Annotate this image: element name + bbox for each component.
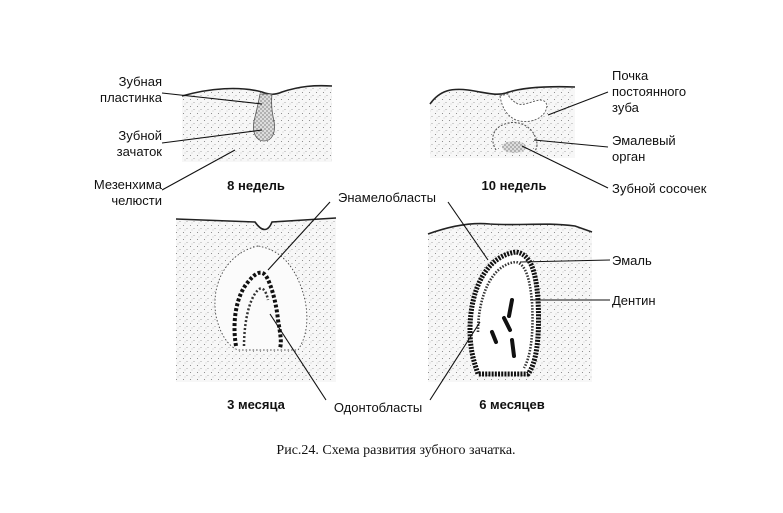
label-enamel-organ-1: Эмалевый [612, 133, 676, 148]
label-jaw-mesenchyme-2: челюсти [111, 193, 162, 208]
figure-caption: Рис.24. Схема развития зубного зачатка. [276, 443, 515, 458]
panel-3-months [175, 217, 337, 382]
label-tooth-germ-1: Зубной [118, 128, 162, 143]
label-permanent-bud-3: зуба [612, 100, 640, 115]
label-permanent-bud-1: Почка [612, 68, 649, 83]
label-ameloblasts: Энамелобласты [338, 190, 436, 205]
tooth-germ-shape [253, 93, 275, 142]
panel-8-weeks [181, 84, 333, 162]
label-odontoblasts: Одонтобласты [334, 400, 422, 415]
stage-title-10-weeks: 10 недель [482, 178, 547, 193]
panel-10-weeks [429, 85, 576, 158]
label-dentin: Дентин [612, 293, 656, 308]
panel-6-months [427, 222, 593, 382]
label-tooth-germ-2: зачаток [117, 144, 163, 159]
stage-title-3-months: 3 месяца [227, 397, 285, 412]
label-permanent-bud-2: постоянного [612, 84, 686, 99]
dental-papilla-shape [502, 141, 526, 153]
label-enamel: Эмаль [612, 253, 652, 268]
early-bell-outline [232, 270, 283, 349]
label-jaw-mesenchyme-1: Мезенхима [94, 177, 163, 192]
label-enamel-organ-2: орган [612, 149, 645, 164]
label-dental-lamina-1: Зубная [119, 74, 162, 89]
stage-title-8-weeks: 8 недель [227, 178, 285, 193]
stage-title-6-months: 6 месяцев [479, 397, 545, 412]
enamel-organ-shape [492, 121, 538, 153]
label-dental-papilla: Зубной сосочек [612, 181, 707, 196]
leader-lines [161, 91, 611, 401]
label-dental-lamina-2: пластинка [100, 90, 163, 105]
